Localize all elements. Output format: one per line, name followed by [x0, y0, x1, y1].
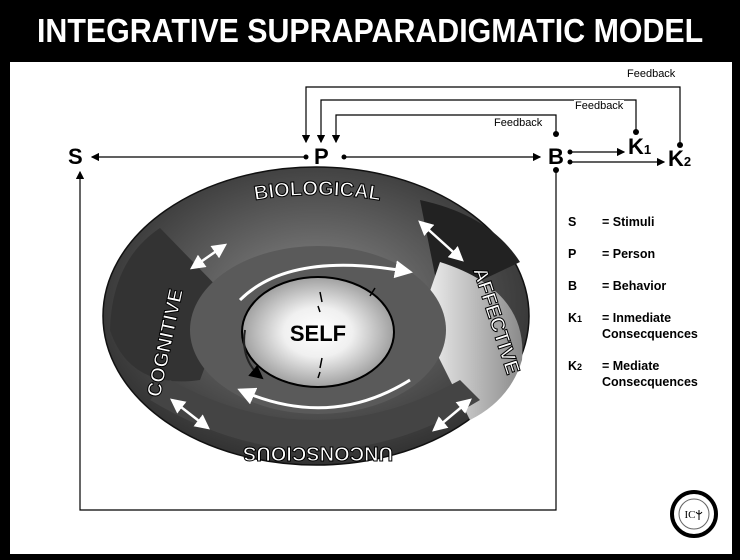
feedback-label-inner: Feedback — [493, 117, 544, 129]
bio-cog-arrow — [189, 243, 228, 270]
svg-text:IC: IC — [685, 509, 696, 521]
legend-item-p: P = Person — [568, 247, 656, 261]
feedback-label-outer: Feedback — [626, 68, 677, 80]
model-ellipse — [102, 166, 530, 466]
node-s: S — [68, 144, 83, 169]
self-arrow-left — [243, 329, 264, 380]
legend: S = Stimuli P = Person B = Behavior K1 =… — [568, 214, 732, 406]
self-marks — [317, 291, 323, 379]
node-b: B — [548, 144, 564, 169]
feedback-label-middle: Feedback — [574, 100, 625, 112]
page-title: INTEGRATIVE SUPRAPARADIGMATIC MODEL — [36, 12, 704, 49]
node-k2: K2 — [668, 146, 692, 171]
label-self: SELF — [290, 321, 346, 346]
cycle-arrow-bottom — [237, 378, 411, 410]
node-p: P — [314, 144, 329, 169]
node-k1: K1 — [628, 134, 652, 159]
legend-item-k1: K1 = Inmediate Consecquences — [568, 311, 698, 341]
segment-unconscious — [150, 380, 480, 450]
cycle-arrow-top — [238, 260, 413, 302]
unc-aff-arrow — [432, 398, 472, 432]
self-core — [241, 276, 395, 388]
legend-item-s: S = Stimuli — [568, 215, 655, 229]
cog-unc-arrow — [170, 398, 210, 430]
legend-item-k2: K2 = Mediate Consecquences — [568, 359, 698, 389]
arrow-b-to-s-loop — [75, 170, 557, 511]
legend-item-b: B = Behavior — [568, 279, 667, 293]
label-unconscious: UNCONSCIOUS — [243, 442, 393, 464]
ic-logo: IC — [670, 490, 718, 538]
label-biological: BIOLOGICAL — [252, 178, 382, 205]
feedback-loops — [301, 86, 683, 148]
segment-affective — [420, 262, 523, 420]
bio-aff-arrow — [418, 220, 464, 262]
title-banner: INTEGRATIVE SUPRAPARADIGMATIC MODEL — [0, 0, 740, 62]
